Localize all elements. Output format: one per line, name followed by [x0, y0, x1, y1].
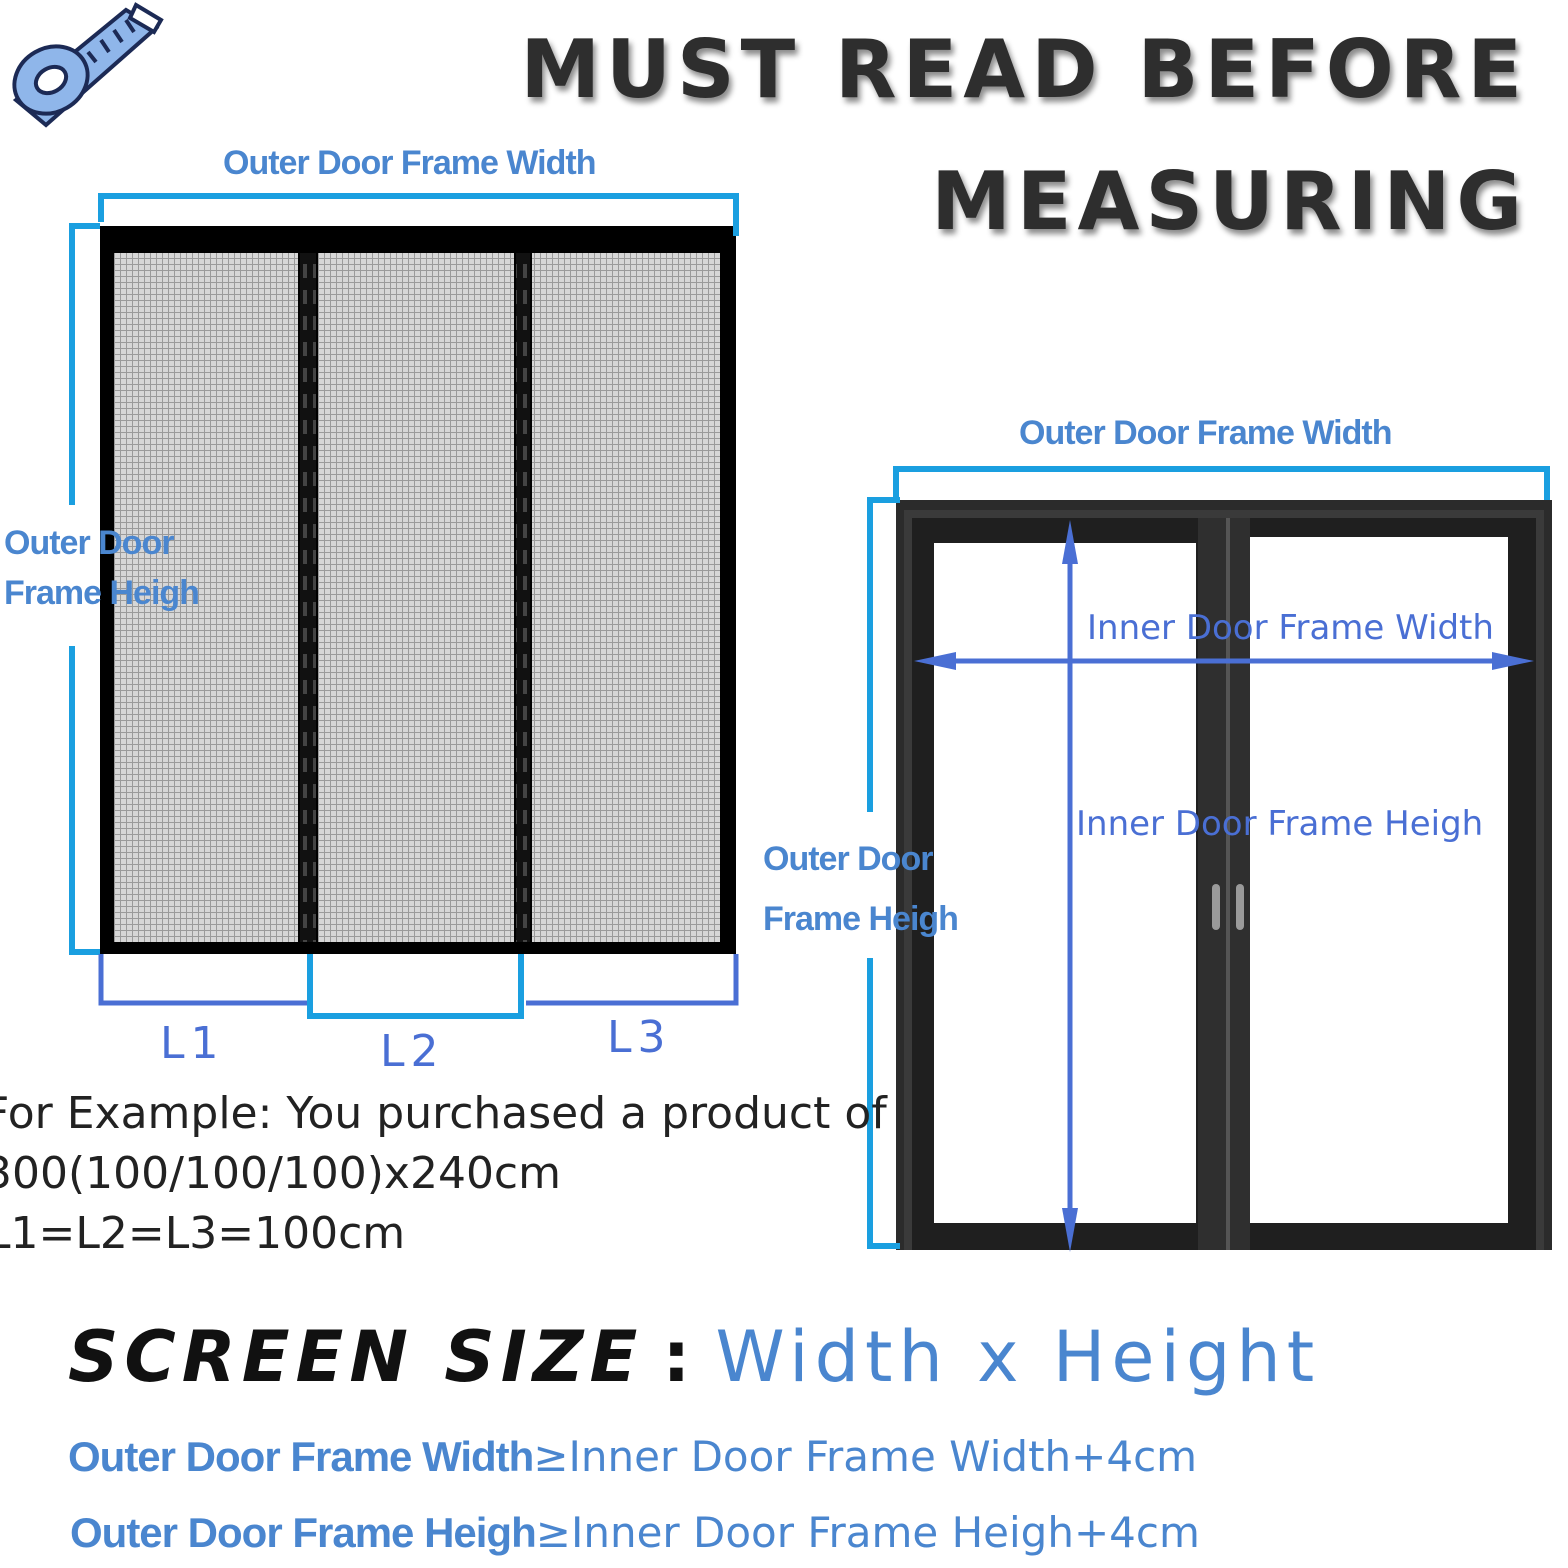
left-height-label-line1: Outer Door [4, 524, 174, 562]
screen-size-colon: : [662, 1316, 697, 1398]
title-line-1: MUST READ BEFORE [520, 23, 1528, 116]
tape-measure-icon [12, 2, 164, 128]
panel-label-l1: L1 [160, 1018, 225, 1069]
formula-width: Outer Door Frame Width≥Inner Door Frame … [68, 1432, 1197, 1481]
formula-height-inner: ≥Inner Door Frame Heigh+4cm [535, 1508, 1200, 1557]
l1-bracket [98, 954, 307, 1006]
example-line-3: L1=L2=L3=100cm [0, 1208, 406, 1259]
left-width-bracket [98, 193, 739, 236]
formula-width-inner: ≥Inner Door Frame Width+4cm [533, 1432, 1198, 1481]
right-width-bracket [893, 466, 1550, 500]
l2-bracket [307, 954, 524, 1019]
formula-width-outer: Outer Door Frame Width [68, 1433, 534, 1480]
door-glass-right [1250, 537, 1508, 1223]
left-width-label: Outer Door Frame Width [223, 144, 596, 182]
left-height-bracket-bottom [69, 646, 100, 955]
example-line-1: For Example: You purchased a product of [0, 1088, 887, 1139]
right-height-bracket-bottom [867, 958, 900, 1249]
mesh-panel-2 [318, 253, 514, 942]
right-height-label-line2: Frame Heigh [763, 900, 959, 938]
example-line-2: 300(100/100/100)x240cm [0, 1148, 561, 1199]
right-height-label-line1: Outer Door [763, 840, 933, 878]
left-height-bracket-top [69, 223, 100, 505]
right-width-label: Outer Door Frame Width [1019, 414, 1392, 452]
panel-label-l3: L3 [607, 1012, 672, 1063]
l3-bracket [526, 954, 739, 1006]
formula-height-outer: Outer Door Frame Heigh [70, 1509, 537, 1556]
door-handle-right [1236, 884, 1244, 930]
panel-label-l2: L2 [380, 1026, 445, 1077]
mesh-panel-3 [532, 253, 720, 942]
magnet-strip-2 [516, 253, 530, 942]
title-line-2: MEASURING [931, 155, 1528, 248]
inner-height-label: Inner Door Frame Heigh [1076, 804, 1484, 844]
inner-width-label: Inner Door Frame Width [1087, 608, 1494, 648]
inner-width-arrow [914, 652, 1534, 670]
right-door-frame [896, 500, 1552, 1250]
inner-height-arrow [1062, 520, 1078, 1252]
left-screen-frame [100, 226, 736, 954]
screen-size-heading: SCREEN SIZE : Width x Height [68, 1316, 1320, 1398]
magnet-strip-1 [300, 253, 316, 942]
left-height-label-line2: Frame Heigh [4, 574, 200, 612]
mesh-panel-1 [114, 253, 298, 942]
right-height-bracket-top [867, 497, 900, 812]
formula-height: Outer Door Frame Heigh≥Inner Door Frame … [70, 1508, 1200, 1557]
screen-size-label: SCREEN SIZE [68, 1316, 644, 1398]
width-x-height: Width x Height [715, 1316, 1321, 1398]
door-handle-left [1212, 884, 1220, 930]
door-glass-left [934, 543, 1196, 1223]
